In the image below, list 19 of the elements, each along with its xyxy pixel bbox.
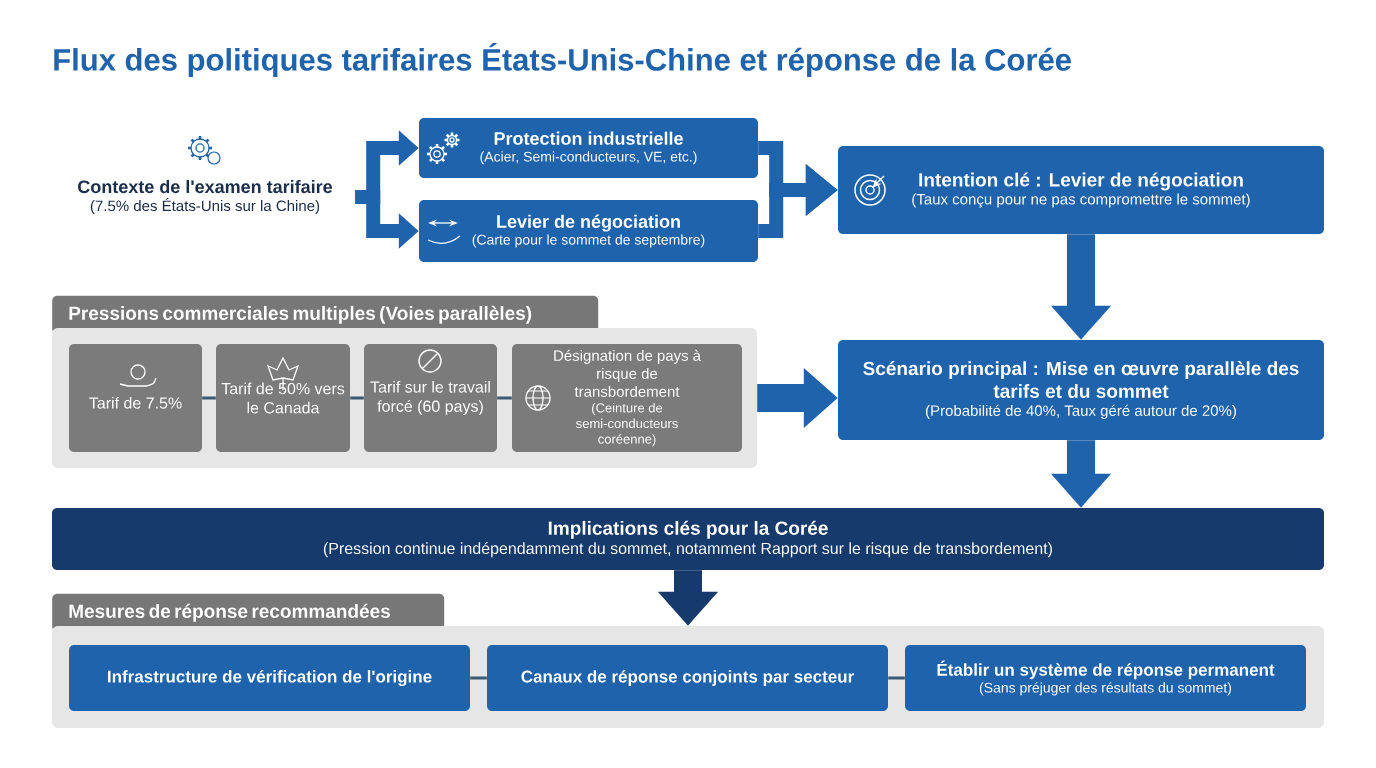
pressure-box: Désignation de pays à risque de transbordement (Ceinture de semi-conducteurs coréenne) [512, 344, 742, 452]
node-label: Pressions commerciales multiples (Voies parallèles) [69, 305, 532, 324]
pressure-box: Tarif de 50% vers le Canada [216, 344, 350, 452]
connector-line [497, 396, 512, 400]
title: Flux des politiques tarifaires États-Unis-Chine et réponse de la Corée [54, 43, 1071, 77]
connector-line [470, 676, 487, 680]
pressure-box: Tarif sur le travail forcé (60 pays) [364, 344, 497, 452]
node-label: Mesures de réponse recommandées [69, 603, 390, 622]
measure-box: Canaux de réponse conjoints par secteur [487, 645, 888, 711]
context-text: Contexte de l'examen tarifaire (7.5% des États-Unis sur la Chine) [78, 179, 333, 215]
process-box: Scénario principal : Mise en œuvre parallèle des tarifs et du sommet (Probabilité de 40%, Taux géré autour de 20%) [838, 340, 1324, 440]
implication-banner: Implications clés pour la Corée (Pression continue indépendamment du sommet, notamment Rapport sur le risque de transbordement) [52, 508, 1324, 570]
process-box: Intention clé : Levier de négociation (Taux conçu pour ne pas compromettre le sommet) [838, 146, 1324, 234]
pressure-box: Tarif de 7.5% [69, 344, 202, 452]
measure-box: Infrastructure de vérification de l'origine [69, 645, 470, 711]
connector-line [350, 396, 364, 400]
measure-box: Établir un système de réponse permanent (Sans préjuger des résultats du sommet) [905, 645, 1306, 711]
connector-line [202, 396, 216, 400]
connector-line [888, 676, 905, 680]
